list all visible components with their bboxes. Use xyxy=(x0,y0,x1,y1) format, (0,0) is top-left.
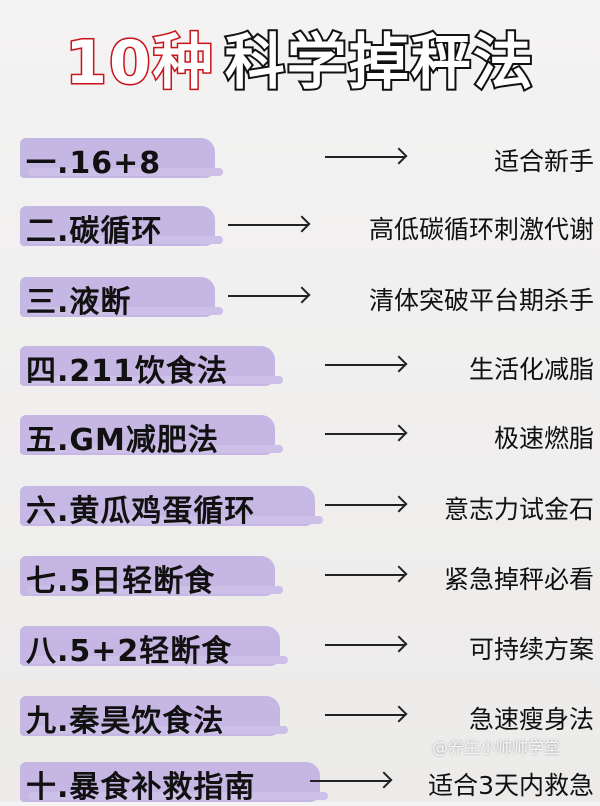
list-item: 九.秦昊饮食法 急速瘦身法 xyxy=(0,690,600,740)
item-label: 九.秦昊饮食法 xyxy=(26,704,225,739)
arrow-icon xyxy=(310,780,390,782)
item-label: 六.黄瓜鸡蛋循环 xyxy=(26,494,256,529)
highlight xyxy=(20,346,283,386)
item-desc: 适合3天内救急 xyxy=(428,771,594,800)
title-text: 科学掉秤法 xyxy=(223,26,535,100)
list-item: 七.5日轻断食 紧急掉秤必看 xyxy=(0,550,600,600)
item-label: 七.5日轻断食 xyxy=(26,564,216,599)
highlight xyxy=(20,696,288,736)
item-desc: 可持续方案 xyxy=(468,635,594,664)
arrow-icon xyxy=(325,364,405,366)
item-desc: 生活化减脂 xyxy=(468,355,594,384)
highlight xyxy=(20,762,328,802)
list-item: 十.暴食补救指南 适合3天内救急 xyxy=(0,756,600,806)
highlight xyxy=(20,138,223,178)
highlight xyxy=(20,277,223,317)
item-desc: 高低碳循环刺激代谢 xyxy=(368,215,594,244)
item-desc: 适合新手 xyxy=(493,147,594,176)
list-item: 五.GM减肥法 极速燃脂 xyxy=(0,409,600,459)
list-item: 四.211饮食法 生活化减脂 xyxy=(0,340,600,390)
highlight xyxy=(20,556,283,596)
list-item: 八.5+2轻断食 可持续方案 xyxy=(0,620,600,670)
list-item: 一.16+8 适合新手 xyxy=(0,132,600,182)
item-label: 一.16+8 xyxy=(26,146,162,181)
highlight xyxy=(20,486,323,526)
arrow-icon xyxy=(325,644,405,646)
list-item: 二.碳循环 高低碳循环刺激代谢 xyxy=(0,200,600,250)
item-label: 四.211饮食法 xyxy=(26,354,229,389)
arrow-icon xyxy=(325,714,405,716)
highlight xyxy=(20,415,283,455)
highlight xyxy=(20,626,288,666)
arrow-icon xyxy=(325,574,405,576)
arrow-icon xyxy=(325,156,405,158)
item-desc: 急速瘦身法 xyxy=(468,705,594,734)
item-label: 十.暴食补救指南 xyxy=(26,770,256,805)
arrow-icon xyxy=(228,224,308,226)
title-number: 10种 xyxy=(64,27,215,100)
list-item: 六.黄瓜鸡蛋循环 意志力试金石 xyxy=(0,480,600,530)
arrow-icon xyxy=(228,295,308,297)
highlight xyxy=(20,206,223,246)
arrow-icon xyxy=(325,433,405,435)
item-desc: 紧急掉秤必看 xyxy=(443,565,594,594)
item-desc: 意志力试金石 xyxy=(443,495,594,524)
watermark: @养生小帅帅学堂 xyxy=(431,738,560,757)
item-label: 八.5+2轻断食 xyxy=(26,634,233,669)
item-desc: 清体突破平台期杀手 xyxy=(368,286,594,315)
item-label: 二.碳循环 xyxy=(26,214,163,249)
list-item: 三.液断 清体突破平台期杀手 xyxy=(0,271,600,321)
item-label: 三.液断 xyxy=(26,285,132,320)
item-desc: 极速燃脂 xyxy=(493,424,594,453)
arrow-icon xyxy=(325,504,405,506)
item-label: 五.GM减肥法 xyxy=(26,423,219,458)
page-title: 10种科学掉秤法 xyxy=(0,14,600,101)
